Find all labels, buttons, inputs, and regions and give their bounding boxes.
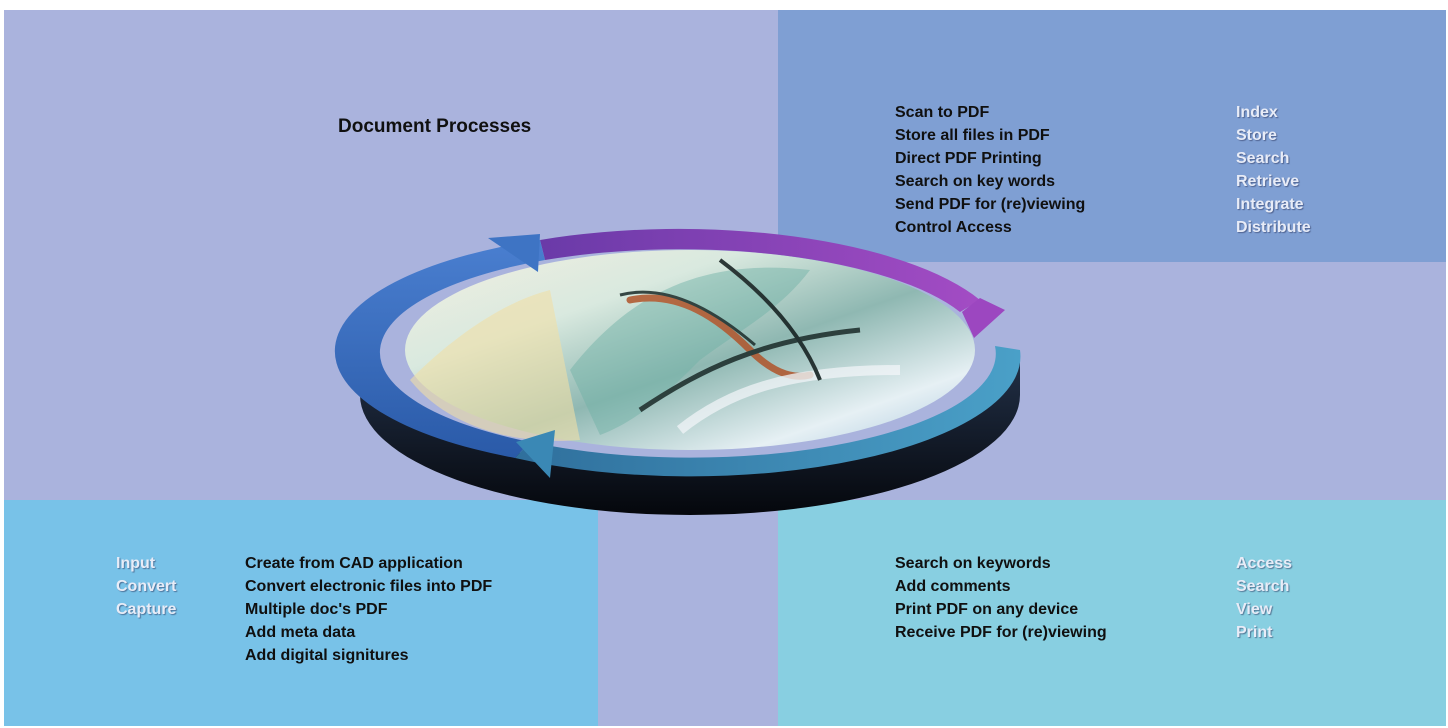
list-item: Search	[1236, 150, 1290, 167]
list-item: Print PDF on any device	[895, 601, 1079, 618]
cycle-arrow-blue	[334, 234, 545, 458]
list-item: Distribute	[1236, 219, 1311, 236]
bottom-left-actions: Create from CAD application Convert elec…	[245, 552, 492, 667]
list-item: Access	[1236, 555, 1293, 572]
list-item: Direct PDF Printing	[895, 150, 1042, 167]
panel-top-right	[778, 10, 1446, 262]
list-item: Retrieve	[1236, 173, 1300, 190]
list-item: Convert	[116, 578, 177, 595]
panel-bottom-left	[4, 500, 598, 726]
panel-bottom-middle	[598, 500, 778, 726]
list-item: Convert electronic files into PDF	[245, 578, 493, 595]
list-item: Send PDF for (re)viewing	[895, 196, 1086, 213]
top-right-actions: Scan to PDF Store all files in PDF Direc…	[895, 101, 1085, 239]
list-item: Create from CAD application	[245, 555, 463, 572]
list-item: Scan to PDF	[895, 104, 990, 121]
list-item: Integrate	[1236, 196, 1304, 213]
panel-bottom-right	[778, 500, 1446, 726]
ring-side	[360, 350, 1020, 515]
list-item: Search on key words	[895, 173, 1056, 190]
list-item: Index	[1236, 104, 1278, 121]
cycle-arrow-purple	[540, 228, 1005, 338]
list-item: Search	[1236, 578, 1290, 595]
process-cycle-graphic	[334, 228, 1021, 515]
list-item: Store all files in PDF	[895, 127, 1050, 144]
list-item: Store	[1236, 127, 1277, 144]
list-item: Search on keywords	[895, 555, 1051, 572]
list-item: Add meta data	[245, 624, 356, 641]
bottom-right-actions: Search on keywords Add comments Print PD…	[895, 552, 1107, 644]
list-item: View	[1236, 601, 1273, 618]
list-item: Input	[116, 555, 156, 572]
cycle-arrow-teal	[515, 346, 1021, 478]
diagram-title: Document Processes	[338, 116, 532, 137]
bottom-left-verbs: Input Convert Capture	[116, 552, 176, 621]
list-item: Add comments	[895, 578, 1011, 595]
list-item: Multiple doc's PDF	[245, 601, 388, 618]
list-item: Control Access	[895, 219, 1012, 236]
list-item: Print	[1236, 624, 1273, 641]
top-right-verbs: Index Store Search Retrieve Integrate Di…	[1236, 101, 1311, 239]
list-item: Receive PDF for (re)viewing	[895, 624, 1107, 641]
disc-swirl	[410, 258, 901, 441]
list-item: Capture	[116, 601, 177, 618]
bottom-right-verbs: Access Search View Print	[1236, 552, 1292, 644]
list-item: Add digital signitures	[245, 647, 409, 664]
